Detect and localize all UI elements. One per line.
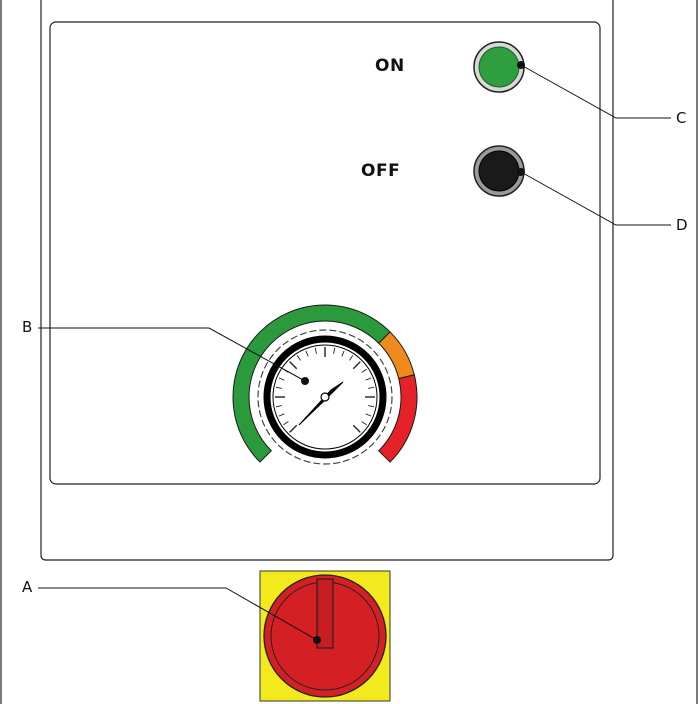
callout-label-a: A (22, 578, 33, 596)
callout-label-b: B (22, 318, 33, 336)
main-switch-handle[interactable] (316, 578, 334, 649)
control-panel-face (49, 21, 601, 485)
gauge-tick (352, 361, 361, 370)
gauge-tick (368, 386, 375, 389)
gauge-dashed-ring (257, 329, 393, 465)
gauge-tick (305, 350, 309, 357)
gauge-tick (361, 368, 367, 373)
leader-line-b (38, 327, 309, 385)
gauge-tick (275, 405, 282, 408)
on-indicator-lamp[interactable] (473, 41, 525, 93)
gauge-tick (341, 350, 345, 357)
leader-line-c (517, 61, 671, 119)
gauge-tick (352, 424, 361, 433)
gauge-tick (365, 413, 372, 417)
gauge-tick (289, 424, 298, 433)
gauge-tick (368, 405, 375, 408)
gauge-tick (283, 421, 289, 426)
gauge-needle (298, 381, 344, 426)
gauge-tick (296, 355, 301, 361)
callout-label-d: D (676, 216, 688, 234)
gauge-tick (278, 377, 285, 381)
callout-label-c: C (676, 109, 687, 127)
gauge-tick (289, 361, 298, 370)
gauge-tick (361, 421, 367, 426)
pressure-gauge (232, 304, 418, 465)
main-switch[interactable] (259, 570, 391, 702)
gauge-tick (333, 347, 336, 354)
gauge-tick (349, 355, 354, 361)
cabinet-bottom-edge (40, 554, 614, 561)
off-label: OFF (361, 161, 401, 181)
leader-line-a (38, 587, 321, 644)
gauge-tick (365, 377, 372, 381)
gauge-tick (314, 347, 317, 354)
gauge-needle-hub (320, 392, 330, 402)
leader-line-d (517, 168, 671, 226)
gauge-red-zone (378, 374, 418, 463)
on-label: ON (375, 56, 405, 76)
gauge-tick-marks (275, 347, 375, 433)
gauge-tick (275, 386, 282, 389)
gauge-tick (278, 413, 285, 417)
off-indicator-lamp[interactable] (473, 145, 525, 197)
